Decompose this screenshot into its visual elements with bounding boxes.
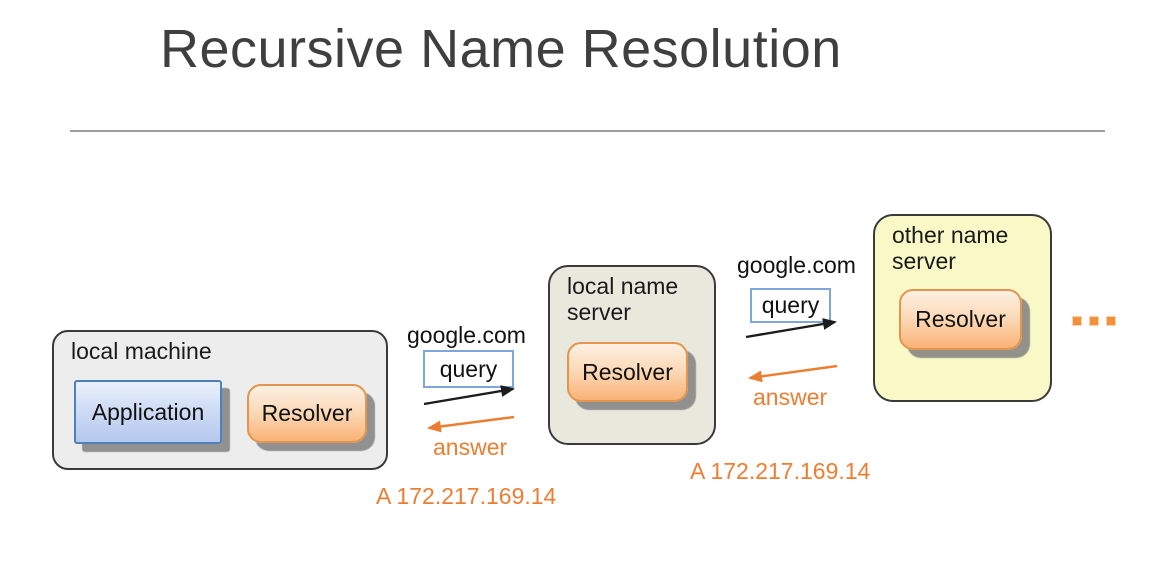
ellipsis-dot: [1072, 316, 1082, 326]
local-machine-label: local machine: [71, 338, 212, 364]
other-name-server-resolver-box: Resolver: [899, 289, 1022, 350]
hop2-answer-label: answer: [753, 384, 828, 410]
hop1-answer-arrow: [427, 415, 515, 433]
local-machine-box: local machine Application Resolver: [52, 330, 388, 470]
local-name-server-box: local name server Resolver: [548, 265, 716, 445]
local-name-server-label: local name server: [567, 273, 679, 325]
ellipsis-icon: [1072, 316, 1116, 326]
hop1-query-arrow: [423, 385, 515, 406]
local-machine-resolver-box: Resolver: [247, 384, 367, 443]
local-name-server-resolver-box: Resolver: [567, 342, 688, 402]
application-box: Application: [74, 380, 222, 444]
hop2-query-arrow: [745, 318, 837, 339]
hop1-answer-record: A 172.217.169.14: [376, 483, 557, 509]
hop2-query-box: query: [750, 288, 831, 323]
hop2-domain-label: google.com: [737, 252, 856, 278]
hop2-answer-record: A 172.217.169.14: [690, 458, 871, 484]
hop1-answer-label: answer: [433, 434, 508, 460]
hop2-answer-arrow: [748, 364, 838, 383]
other-name-server-label: other name server: [892, 222, 1009, 274]
slide-title: Recursive Name Resolution: [160, 19, 842, 79]
hop1-domain-label: google.com: [407, 322, 526, 348]
hop1-query-box: query: [423, 350, 514, 388]
ellipsis-dot: [1106, 316, 1116, 326]
title-divider-line: [70, 130, 1105, 132]
ellipsis-dot: [1089, 316, 1099, 326]
other-name-server-box: other name server Resolver: [873, 214, 1052, 402]
